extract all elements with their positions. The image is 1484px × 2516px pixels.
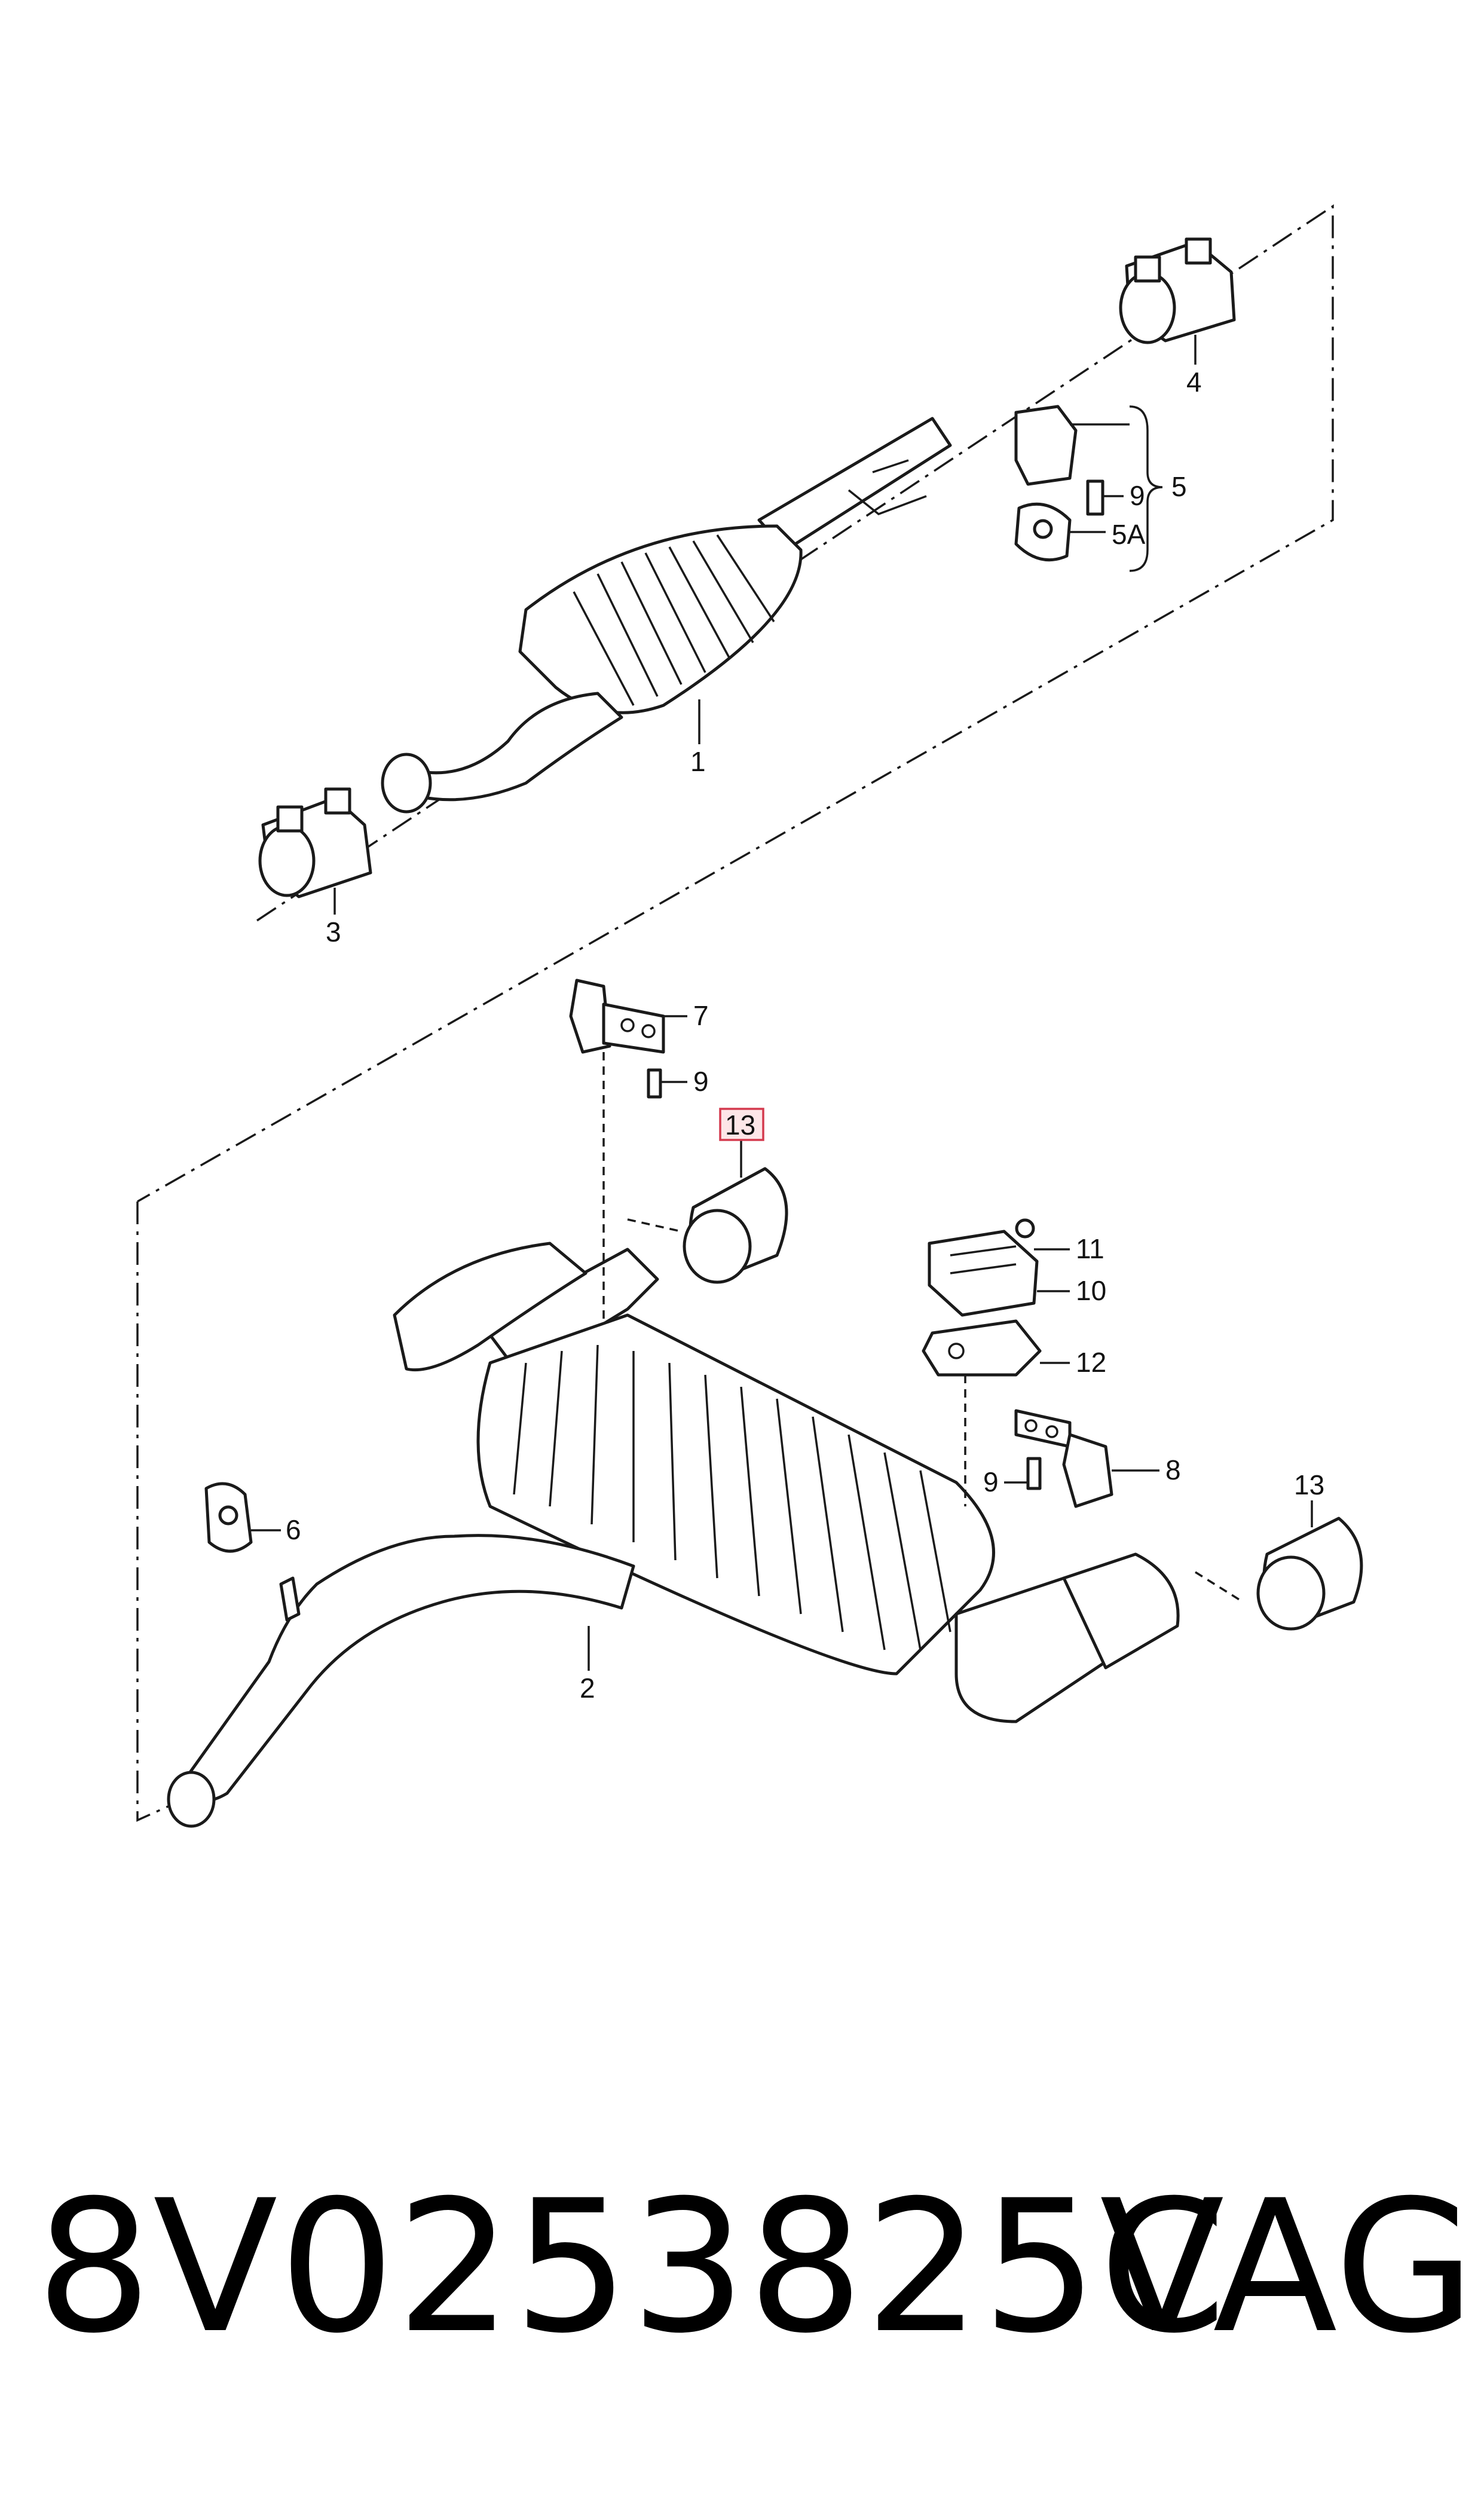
bracket-8 <box>1014 1409 1113 1508</box>
part-number: 8V0253825C <box>36 2161 1228 2373</box>
brand-label: VAG <box>1100 2161 1476 2373</box>
actuator-assembly <box>922 1218 1042 1377</box>
callout-5: 5 <box>1171 471 1187 502</box>
rear-muffler <box>393 1242 1180 1723</box>
tailpipe-13-upper <box>683 1167 788 1284</box>
callout-2: 2 <box>580 1673 595 1704</box>
guide-line-13b <box>1195 1571 1244 1603</box>
clamp-rear <box>1119 237 1236 344</box>
hanger-bracket-upper <box>1014 405 1104 562</box>
callout-7: 7 <box>693 1000 709 1031</box>
upper-frame-line <box>137 204 1334 1203</box>
callout-10: 10 <box>1076 1275 1106 1306</box>
front-muffler <box>381 417 952 814</box>
callout-6: 6 <box>286 1514 301 1545</box>
callout-3: 3 <box>326 916 341 947</box>
callout-5a: 5A <box>1112 519 1146 550</box>
callout-9-upper: 9 <box>1130 480 1145 511</box>
bracket-7 <box>569 979 665 1099</box>
callout-9-middle: 9 <box>693 1066 709 1097</box>
callout-4: 4 <box>1186 366 1202 398</box>
callout-13-lower: 13 <box>1294 1469 1324 1500</box>
callout-9-lower: 9 <box>983 1466 999 1497</box>
callout-8: 8 <box>1165 1454 1181 1485</box>
callout-13-upper[interactable]: 13 <box>725 1109 755 1141</box>
exhaust-system-diagram: 1 2 3 4 5 5A 9 6 7 9 8 9 10 11 12 13 13 <box>136 204 1363 1828</box>
clamp-front <box>258 787 372 898</box>
callout-12: 12 <box>1076 1347 1106 1378</box>
hanger-6 <box>204 1482 253 1553</box>
lower-frame-line <box>136 1202 198 1822</box>
callout-13-highlight-box <box>719 1108 764 1141</box>
callout-11: 11 <box>1076 1233 1104 1264</box>
tailpipe-13-lower <box>1256 1517 1363 1631</box>
guide-line-13a <box>627 1218 682 1233</box>
callout-1: 1 <box>690 746 706 777</box>
leader-5-brace <box>1129 405 1163 572</box>
front-pipe <box>167 1534 635 1828</box>
